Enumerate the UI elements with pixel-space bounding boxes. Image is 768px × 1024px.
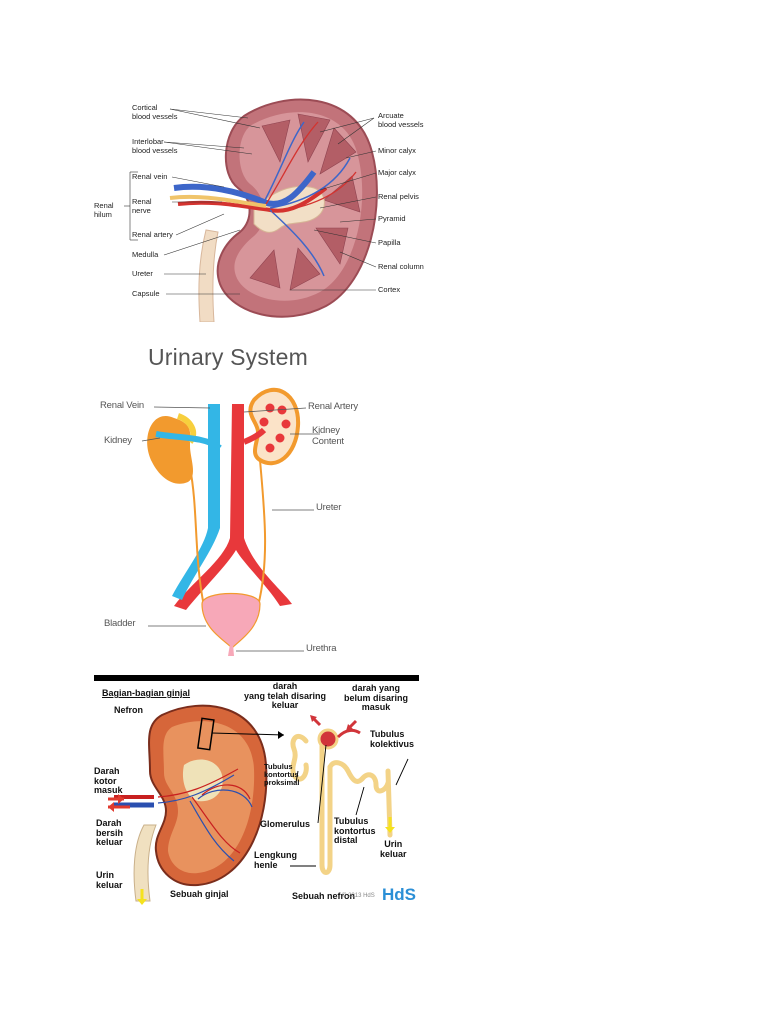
renal-pyramids — [249, 113, 361, 291]
leader-lines — [124, 108, 377, 295]
left-kidney-shape — [147, 416, 194, 484]
label-renal-hilum: Renal hilum — [94, 201, 114, 219]
label-capsule: Capsule — [132, 289, 160, 298]
label-ureter: Ureter — [132, 269, 153, 278]
cortical-vessels — [265, 121, 357, 213]
renal-artery-shape — [242, 427, 267, 445]
label-cortex: Cortex — [378, 285, 401, 294]
label-darah-belum-disaring: darah yang belum disaring masuk — [344, 683, 409, 712]
label-pyramid: Pyramid — [378, 214, 406, 223]
label-minor-calyx: Minor calyx — [378, 146, 416, 155]
urethra-shape — [228, 644, 234, 656]
nefron-box — [196, 717, 215, 751]
label-papilla: Papilla — [378, 238, 401, 247]
kidney-illustration — [124, 98, 378, 322]
arrow-head-darah-telah — [310, 715, 317, 722]
arrow-head-urin-left — [137, 899, 147, 905]
renal-nerve-vessel — [169, 194, 267, 208]
kidney-artery-network — [157, 768, 251, 854]
bladder-shape — [201, 592, 261, 649]
label-urethra: Urethra — [306, 643, 337, 654]
urinary-illustration — [141, 387, 320, 656]
ureter-shape — [198, 229, 219, 322]
interlobar-vessels — [263, 121, 351, 277]
arrow-head-in — [118, 794, 124, 804]
label-renal-artery: Renal Artery — [308, 401, 358, 412]
label-tubulus-kolektivus: Tubulus kolektivus — [370, 729, 415, 749]
label-kidney: Kidney — [104, 435, 132, 446]
nephron-diagram: Bagian-bagian ginjal Nefron darah yang t… — [94, 675, 419, 907]
label-sebuah-ginjal: Sebuah ginjal — [170, 889, 229, 899]
kidney-anatomy-diagram: Cortical blood vessels Interlobar blood … — [94, 92, 428, 322]
left-ureter-shape — [189, 467, 205, 607]
label-ureter: Ureter — [316, 502, 342, 513]
afferent-vessel — [336, 728, 361, 739]
label-arcuate-blood-vessels: Arcuate blood vessels — [378, 111, 424, 129]
label-tubulus-kontortus-proksimal: Tubulus kontortus proksimal — [264, 762, 300, 787]
label-darah-bersih-keluar: Darah bersih keluar — [96, 818, 124, 847]
label-interlobar-blood-vessels: Interlobar blood vessels — [132, 137, 178, 155]
label-cortical-blood-vessels: Cortical blood vessels — [132, 103, 178, 121]
arrow-head-out — [108, 802, 114, 812]
label-kidney-content: Kidney Content — [312, 425, 344, 447]
label-medulla: Medulla — [132, 250, 159, 259]
urinary-leader-lines — [141, 406, 320, 652]
aorta-shape — [174, 404, 292, 610]
label-renal-column: Renal column — [378, 262, 424, 271]
label-major-calyx: Major calyx — [378, 168, 416, 177]
urinary-title: Urinary System — [148, 344, 308, 370]
label-darah-telah-disaring: darah yang telah disaring keluar — [244, 681, 327, 710]
label-renal-vein: Renal vein — [132, 172, 168, 181]
nephron-illustration — [108, 704, 409, 905]
right-ureter-shape — [257, 459, 267, 607]
label-darah-kotor-masuk: Darah kotor masuk — [94, 766, 123, 795]
nefron-pointer-line — [211, 732, 285, 736]
label-renal-nerve: Renal nerve — [132, 197, 152, 215]
kidney-content-dots — [259, 403, 291, 453]
ureter-shape — [133, 824, 157, 902]
label-sebuah-nefron: Sebuah nefron — [292, 891, 356, 901]
label-renal-vein: Renal Vein — [100, 400, 144, 411]
renal-vein-vessel — [173, 170, 317, 207]
label-tubulus-kontortus-distal: Tubulus kontortus distal — [334, 816, 376, 845]
renal-artery-vessel — [177, 186, 328, 213]
copyright-text: © 2013 HdS — [342, 893, 375, 899]
right-kidney-shape — [248, 387, 301, 466]
urinary-system-diagram: Urinary System Rena — [94, 338, 370, 660]
label-nefron: Nefron — [114, 705, 143, 715]
label-urin-keluar-right: Urin keluar — [380, 839, 407, 859]
vena-cava-shape — [172, 404, 220, 600]
nefron-pointer-head — [278, 731, 284, 739]
label-urin-keluar-left: Urin keluar — [96, 870, 123, 890]
glomerulus-shape — [317, 728, 339, 750]
nephron-tubules — [290, 734, 393, 875]
renal-vein-shape — [155, 431, 222, 451]
label-bagian-bagian-ginjal: Bagian-bagian ginjal — [102, 688, 191, 698]
kidney-vein-network — [157, 774, 253, 862]
arrow-head-darah-belum — [346, 724, 353, 731]
label-glomerulus: Glomerulus — [260, 819, 311, 829]
label-lengkung-henle: Lengkung henle — [254, 850, 297, 870]
label-renal-pelvis: Renal pelvis — [378, 192, 419, 201]
arrow-head-urin-right — [385, 827, 395, 833]
hds-logo: HdS — [382, 885, 416, 904]
label-renal-artery: Renal artery — [132, 230, 173, 239]
nephron-leader-lines — [290, 744, 409, 867]
label-bladder: Bladder — [104, 618, 136, 629]
top-black-bar — [94, 675, 419, 681]
